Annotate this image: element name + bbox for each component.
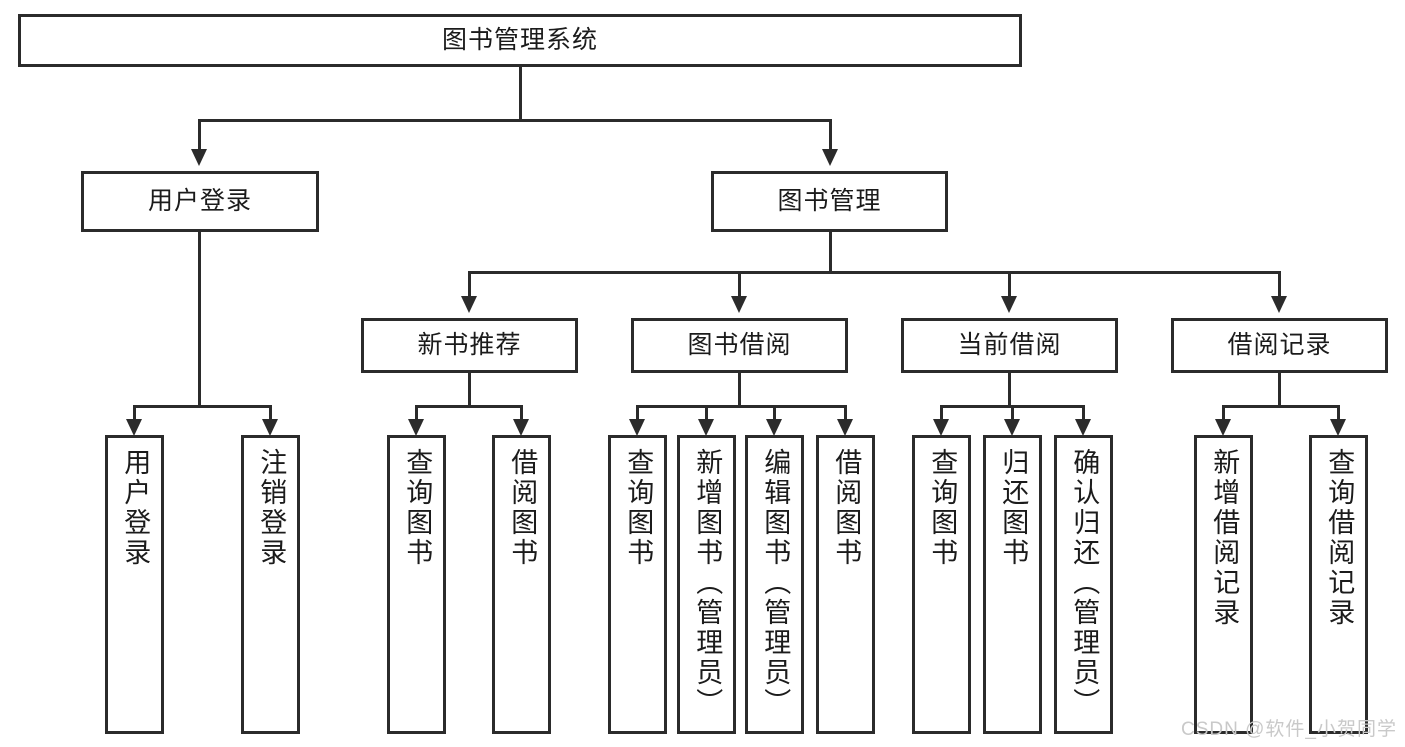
edge-drop-br-2: [1337, 405, 1340, 423]
arrowhead-book-manage: [822, 149, 838, 166]
arrowhead-bb-4: [837, 419, 853, 436]
leaf-label: 查询借阅记录: [1324, 448, 1355, 628]
edge-drop-borrow-record: [1278, 271, 1281, 299]
node-label: 新书推荐: [417, 331, 522, 360]
edge-bus-user-login: [133, 405, 271, 408]
node-label: 图书管理系统: [441, 26, 598, 55]
node-root-library-system[interactable]: 图书管理系统: [18, 14, 1022, 67]
leaf-current-borrow-query[interactable]: 查询图书: [912, 435, 971, 734]
edge-bus-level3: [468, 271, 1281, 274]
arrowhead-nb-1: [408, 419, 424, 436]
edge-drop-user-login: [198, 119, 201, 151]
edge-book-borrow-stem: [738, 373, 741, 407]
node-new-book-recommend[interactable]: 新书推荐: [361, 318, 578, 373]
leaf-label: 查询图书: [623, 448, 654, 568]
leaf-label: 注销登录: [256, 448, 287, 568]
edge-drop-bb-4: [844, 405, 847, 423]
edge-bus-borrow-record: [1222, 405, 1340, 408]
edge-drop-book-manage: [829, 119, 832, 151]
edge-bus-book-borrow: [636, 405, 847, 408]
leaf-current-borrow-confirm[interactable]: 确认归还（管理员）: [1054, 435, 1113, 734]
edge-drop-bb-1: [636, 405, 639, 423]
edge-drop-ul-2: [269, 405, 272, 423]
leaf-label: 查询图书: [927, 448, 958, 568]
node-label: 用户登录: [147, 187, 252, 216]
edge-new-book-stem: [468, 373, 471, 407]
edge-borrow-record-stem: [1278, 373, 1281, 407]
edge-drop-cb-2: [1011, 405, 1014, 423]
leaf-user-login-login[interactable]: 用户登录: [105, 435, 164, 734]
leaf-borrow-record-query[interactable]: 查询借阅记录: [1309, 435, 1368, 734]
leaf-label: 编辑图书（管理员）: [760, 448, 791, 718]
arrowhead-bb-1: [629, 419, 645, 436]
leaf-label: 用户登录: [120, 448, 151, 568]
edge-drop-nb-2: [520, 405, 523, 423]
arrowhead-user-login: [191, 149, 207, 166]
arrowhead-new-book: [461, 296, 477, 313]
edge-drop-current-borrow: [1008, 271, 1011, 299]
arrowhead-cb-2: [1004, 419, 1020, 436]
node-current-borrow[interactable]: 当前借阅: [901, 318, 1118, 373]
node-label: 当前借阅: [957, 331, 1062, 360]
node-label: 图书管理: [777, 187, 882, 216]
edge-drop-nb-1: [415, 405, 418, 423]
node-borrow-record[interactable]: 借阅记录: [1171, 318, 1388, 373]
arrowhead-book-borrow: [731, 296, 747, 313]
leaf-borrow-record-add[interactable]: 新增借阅记录: [1194, 435, 1253, 734]
leaf-label: 新增借阅记录: [1209, 448, 1240, 628]
arrowhead-nb-2: [513, 419, 529, 436]
leaf-book-borrow-edit[interactable]: 编辑图书（管理员）: [745, 435, 804, 734]
edge-book-manage-stem: [829, 232, 832, 273]
edge-drop-new-book: [468, 271, 471, 299]
arrowhead-ul-2: [262, 419, 278, 436]
arrowhead-br-2: [1330, 419, 1346, 436]
leaf-label: 新增图书（管理员）: [692, 448, 723, 718]
leaf-label: 查询图书: [402, 448, 433, 568]
leaf-label: 归还图书: [998, 448, 1029, 568]
leaf-user-login-logout[interactable]: 注销登录: [241, 435, 300, 734]
leaf-label: 借阅图书: [831, 448, 862, 568]
leaf-label: 借阅图书: [507, 448, 538, 568]
leaf-book-borrow-add[interactable]: 新增图书（管理员）: [677, 435, 736, 734]
edge-root-stem: [519, 67, 522, 119]
leaf-book-borrow-borrow[interactable]: 借阅图书: [816, 435, 875, 734]
leaf-new-book-query[interactable]: 查询图书: [387, 435, 446, 734]
edge-drop-cb-1: [940, 405, 943, 423]
leaf-book-borrow-query[interactable]: 查询图书: [608, 435, 667, 734]
arrowhead-bb-3: [766, 419, 782, 436]
edge-drop-book-borrow: [738, 271, 741, 299]
arrowhead-cb-3: [1075, 419, 1091, 436]
node-label: 借阅记录: [1227, 331, 1332, 360]
edge-drop-ul-1: [133, 405, 136, 423]
edge-drop-bb-3: [773, 405, 776, 423]
csdn-watermark: CSDN @软件_小贺同学: [1181, 719, 1397, 740]
arrowhead-ul-1: [126, 419, 142, 436]
arrowhead-current-borrow: [1001, 296, 1017, 313]
edge-user-login-stem: [198, 232, 201, 405]
edge-drop-bb-2: [705, 405, 708, 423]
arrowhead-borrow-record: [1271, 296, 1287, 313]
leaf-new-book-borrow[interactable]: 借阅图书: [492, 435, 551, 734]
edge-bus-level1: [198, 119, 832, 122]
edge-current-borrow-stem: [1008, 373, 1011, 407]
node-user-login[interactable]: 用户登录: [81, 171, 319, 232]
edge-bus-new-book: [415, 405, 523, 408]
arrowhead-br-1: [1215, 419, 1231, 436]
leaf-label: 确认归还（管理员）: [1069, 448, 1100, 718]
node-label: 图书借阅: [687, 331, 792, 360]
edge-drop-br-1: [1222, 405, 1225, 423]
node-book-management[interactable]: 图书管理: [711, 171, 948, 232]
node-book-borrow[interactable]: 图书借阅: [631, 318, 848, 373]
edge-drop-cb-3: [1082, 405, 1085, 423]
arrowhead-cb-1: [933, 419, 949, 436]
leaf-current-borrow-return[interactable]: 归还图书: [983, 435, 1042, 734]
arrowhead-bb-2: [698, 419, 714, 436]
